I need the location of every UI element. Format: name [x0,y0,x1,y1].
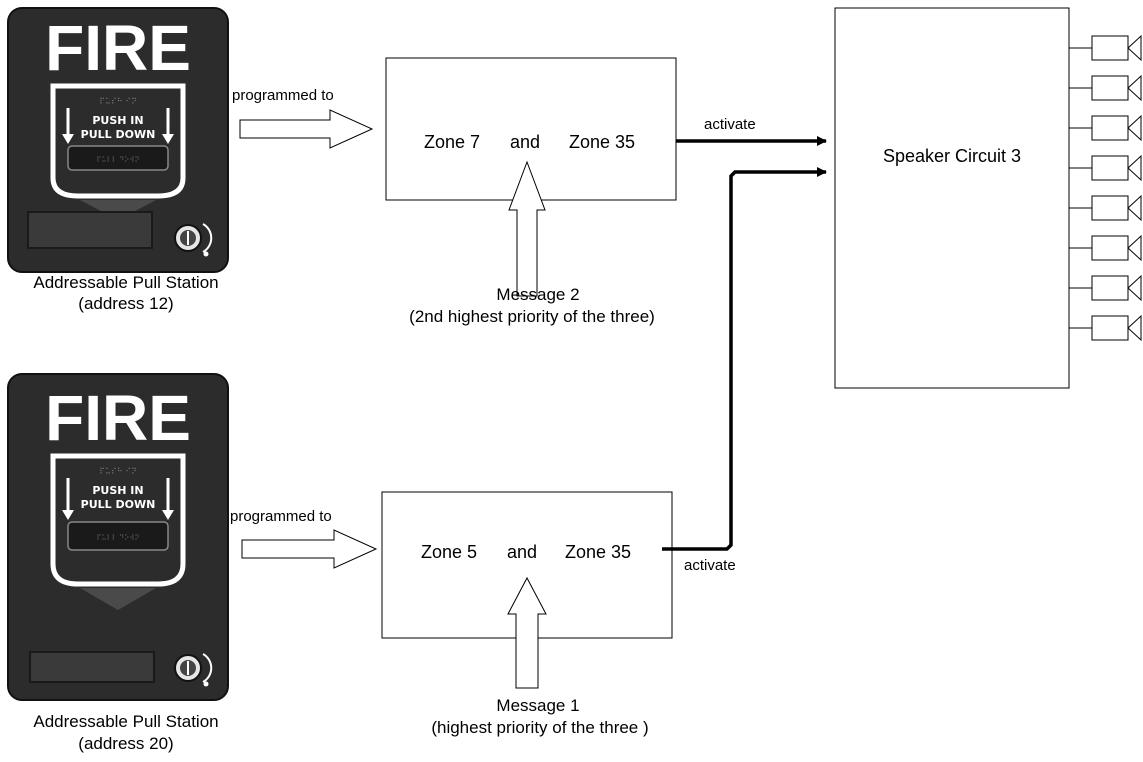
speaker-icon [1069,34,1142,62]
zone-a-label: Zone 7 [424,132,480,152]
push-in-text: PUSH IN [92,484,143,497]
activate-line-bottom [662,167,827,551]
zone-a-label: Zone 5 [421,542,477,562]
zone-conj-label: and [510,132,540,152]
svg-text:⠏⠥⠎⠓ ⠊⠝: ⠏⠥⠎⠓ ⠊⠝ [99,97,137,106]
hollow-arrow-icon [508,160,546,297]
down-arrow-icon [62,108,174,144]
message-1-priority: (highest priority of the three ) [431,718,648,737]
speaker-icon [1069,234,1142,262]
speaker-icon [1069,314,1142,342]
fire-title: FIRE [45,382,191,454]
zone-box-top: Zone 7 and Zone 35 [385,57,677,201]
hollow-arrow-icon [241,529,378,569]
pull-station-1: FIRE ⠏⠥⠎⠓ ⠊⠝ PUSH IN PULL DOWN ⠏⠥⠇⠇ ⠙⠕⠺⠝ [7,7,229,273]
pull-station-icon: FIRE ⠏⠥⠎⠓ ⠊⠝ PUSH IN PULL DOWN ⠏⠥⠇⠇ ⠙⠕⠺⠝ [7,7,229,273]
activate-label-top: activate [704,116,756,133]
message-2-priority: (2nd highest priority of the three) [409,307,655,326]
hollow-arrow-icon [507,576,547,689]
pull-down-text: PULL DOWN [81,128,156,141]
key-lock-icon [174,653,213,687]
hollow-arrow-icon [239,109,374,149]
pull-station-2: FIRE ⠏⠥⠎⠓ ⠊⠝ PUSH IN PULL DOWN ⠏⠥⠇⠇ ⠙⠕⠺⠝ [7,373,229,701]
speaker-icon [1069,194,1142,222]
svg-text:⠏⠥⠎⠓ ⠊⠝: ⠏⠥⠎⠓ ⠊⠝ [99,467,137,476]
svg-text:⠏⠥⠇⠇ ⠙⠕⠺⠝: ⠏⠥⠇⠇ ⠙⠕⠺⠝ [96,156,139,164]
zone-b-label: Zone 35 [569,132,635,152]
down-arrow-icon [62,478,174,520]
message-2-title: Message 2 [496,285,579,304]
svg-text:⠏⠥⠇⠇ ⠙⠕⠺⠝: ⠏⠥⠇⠇ ⠙⠕⠺⠝ [96,534,139,542]
programmed-to-label-bottom: programmed to [230,508,332,525]
pull-station-1-label: Addressable Pull Station [33,273,218,292]
pull-station-1-address: (address 12) [78,294,173,313]
speaker-icon [1069,114,1142,142]
pull-station-2-label: Addressable Pull Station [33,712,218,731]
zone-b-label: Zone 35 [565,542,631,562]
programmed-to-label-top: programmed to [232,87,334,104]
speaker-icon [1069,74,1142,102]
speaker-list [1069,34,1142,342]
speaker-circuit-box: Speaker Circuit 3 [834,7,1070,389]
key-lock-icon [174,223,213,257]
message-1-title: Message 1 [496,696,579,715]
zone-conj-label: and [507,542,537,562]
pull-station-icon: FIRE ⠏⠥⠎⠓ ⠊⠝ PUSH IN PULL DOWN ⠏⠥⠇⠇ ⠙⠕⠺⠝ [7,373,229,701]
push-in-text: PUSH IN [92,114,143,127]
activate-label-bottom: activate [684,557,736,574]
speaker-circuit-label: Speaker Circuit 3 [883,146,1021,166]
fire-title: FIRE [45,12,191,84]
pull-down-text: PULL DOWN [81,498,156,511]
speaker-icon [1069,274,1142,302]
speaker-icon [1069,154,1142,182]
pull-station-2-address: (address 20) [78,734,173,753]
